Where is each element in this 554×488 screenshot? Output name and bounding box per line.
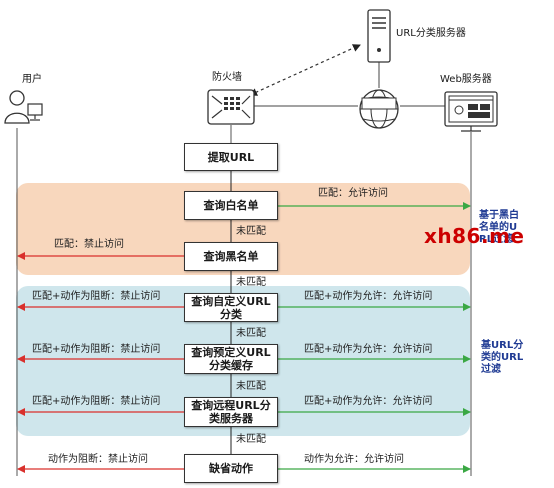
default-allow-label: 动作为允许：允许访问 bbox=[304, 454, 404, 465]
no-match-label-2: 未匹配 bbox=[236, 277, 266, 288]
web-server-label: Web服务器 bbox=[440, 74, 492, 85]
watermark: xh86.me bbox=[424, 224, 525, 248]
default-action-step: 缺省动作 bbox=[184, 454, 278, 483]
blacklist-block-label: 匹配：禁止访问 bbox=[54, 239, 124, 250]
no-match-label-1: 未匹配 bbox=[236, 226, 266, 237]
extract-url-step: 提取URL bbox=[184, 143, 278, 171]
url-server-icon bbox=[367, 9, 391, 63]
cache-allow-label: 匹配+动作为允许：允许访问 bbox=[304, 344, 433, 355]
custom-category-step: 查询自定义URL分类 bbox=[184, 293, 278, 322]
no-match-label-4: 未匹配 bbox=[236, 381, 266, 392]
cache-category-step: 查询预定义URL分类缓存 bbox=[184, 344, 278, 374]
no-match-label-3: 未匹配 bbox=[236, 328, 266, 339]
user-icon bbox=[4, 90, 43, 124]
custom-block-label: 匹配+动作为阻断：禁止访问 bbox=[32, 291, 161, 302]
url-server-label: URL分类服务器 bbox=[396, 28, 466, 39]
remote-server-step: 查询远程URL分类服务器 bbox=[184, 397, 278, 427]
www-globe-icon bbox=[359, 89, 399, 129]
web-server-icon bbox=[444, 91, 498, 132]
user-label: 用户 bbox=[22, 74, 42, 85]
default-block-label: 动作为阻断：禁止访问 bbox=[48, 454, 148, 465]
no-match-label-5: 未匹配 bbox=[236, 434, 266, 445]
custom-allow-label: 匹配+动作为允许：允许访问 bbox=[304, 291, 433, 302]
remote-allow-label: 匹配+动作为允许：允许访问 bbox=[304, 396, 433, 407]
remote-block-label: 匹配+动作为阻断：禁止访问 bbox=[32, 396, 161, 407]
blackwhite-filter-side-label: 基于黑白名单的URL过滤 bbox=[479, 210, 519, 245]
whitelist-step: 查询白名单 bbox=[184, 191, 278, 220]
firewall-url-server-link bbox=[249, 44, 361, 96]
firewall-icon bbox=[207, 89, 255, 125]
blacklist-step: 查询黑名单 bbox=[184, 242, 278, 271]
cache-block-label: 匹配+动作为阻断：禁止访问 bbox=[32, 344, 161, 355]
firewall-label: 防火墙 bbox=[212, 72, 242, 83]
whitelist-allow-label: 匹配：允许访问 bbox=[318, 188, 388, 199]
category-filter-side-label: 基URL分类的URL过滤 bbox=[481, 340, 524, 375]
